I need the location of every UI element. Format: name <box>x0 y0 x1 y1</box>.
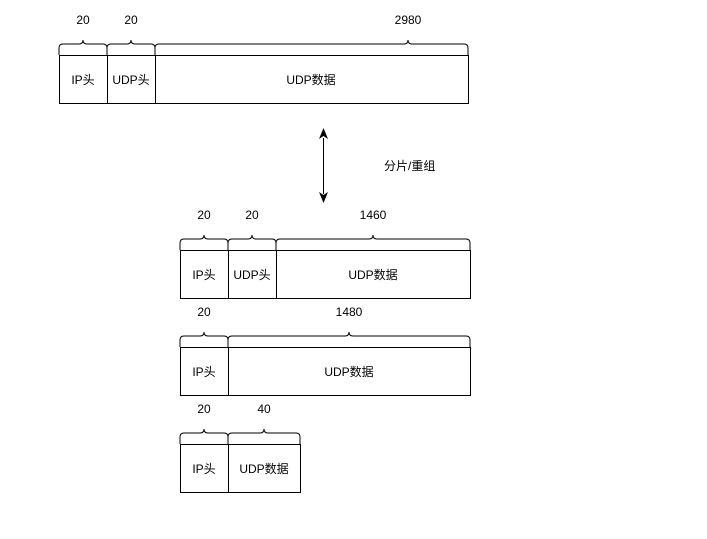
original-packet: 20 20 2980 IP头 UDP头 UDP数据 <box>58 13 469 104</box>
field-size-label: 1460 <box>360 208 387 222</box>
field-label: UDP数据 <box>286 72 335 87</box>
brace <box>227 428 301 444</box>
udp-data-field <box>228 347 471 396</box>
arrow-down-icon <box>319 192 328 203</box>
fragment-3: 20 40 IP头 UDP数据 <box>179 402 301 493</box>
fragment-2: 20 1480 IP头 UDP数据 <box>179 305 471 396</box>
fragment-reassemble-arrow <box>319 128 328 203</box>
ip-header-field <box>180 347 229 396</box>
field-label: IP头 <box>71 73 94 87</box>
field-size-label: 20 <box>197 305 211 319</box>
field-label: UDP数据 <box>348 267 397 282</box>
brace <box>227 234 277 250</box>
brace <box>179 234 229 250</box>
udp-data-field <box>228 444 301 493</box>
field-label: UDP头 <box>233 268 270 282</box>
brace <box>106 39 156 55</box>
field-size-label: 40 <box>257 402 271 416</box>
field-label: IP头 <box>192 462 215 476</box>
udp-data-field <box>276 250 471 299</box>
transition-label: 分片/重组 <box>384 159 435 173</box>
brace <box>227 331 471 347</box>
brace <box>179 428 229 444</box>
arrow-up-icon <box>319 128 328 139</box>
udp-data-field <box>155 55 469 104</box>
field-label: IP头 <box>192 365 215 379</box>
field-label: UDP数据 <box>324 364 373 379</box>
udp-header-field <box>107 55 156 104</box>
brace <box>58 39 108 55</box>
field-size-label: 1480 <box>336 305 363 319</box>
field-label: UDP头 <box>112 73 149 87</box>
field-size-label: 20 <box>124 13 138 27</box>
ip-header-field <box>180 250 229 299</box>
brace <box>179 331 229 347</box>
field-size-label: 20 <box>76 13 90 27</box>
brace <box>154 39 469 55</box>
ip-header-field <box>59 55 108 104</box>
field-size-label: 20 <box>197 208 211 222</box>
field-size-label: 20 <box>197 402 211 416</box>
brace <box>275 234 471 250</box>
fragment-1: 20 20 1460 IP头 UDP头 UDP数据 <box>179 208 471 299</box>
field-label: IP头 <box>192 268 215 282</box>
field-size-label: 2980 <box>395 13 422 27</box>
field-size-label: 20 <box>245 208 259 222</box>
field-label: UDP数据 <box>239 461 288 476</box>
ip-header-field <box>180 444 229 493</box>
